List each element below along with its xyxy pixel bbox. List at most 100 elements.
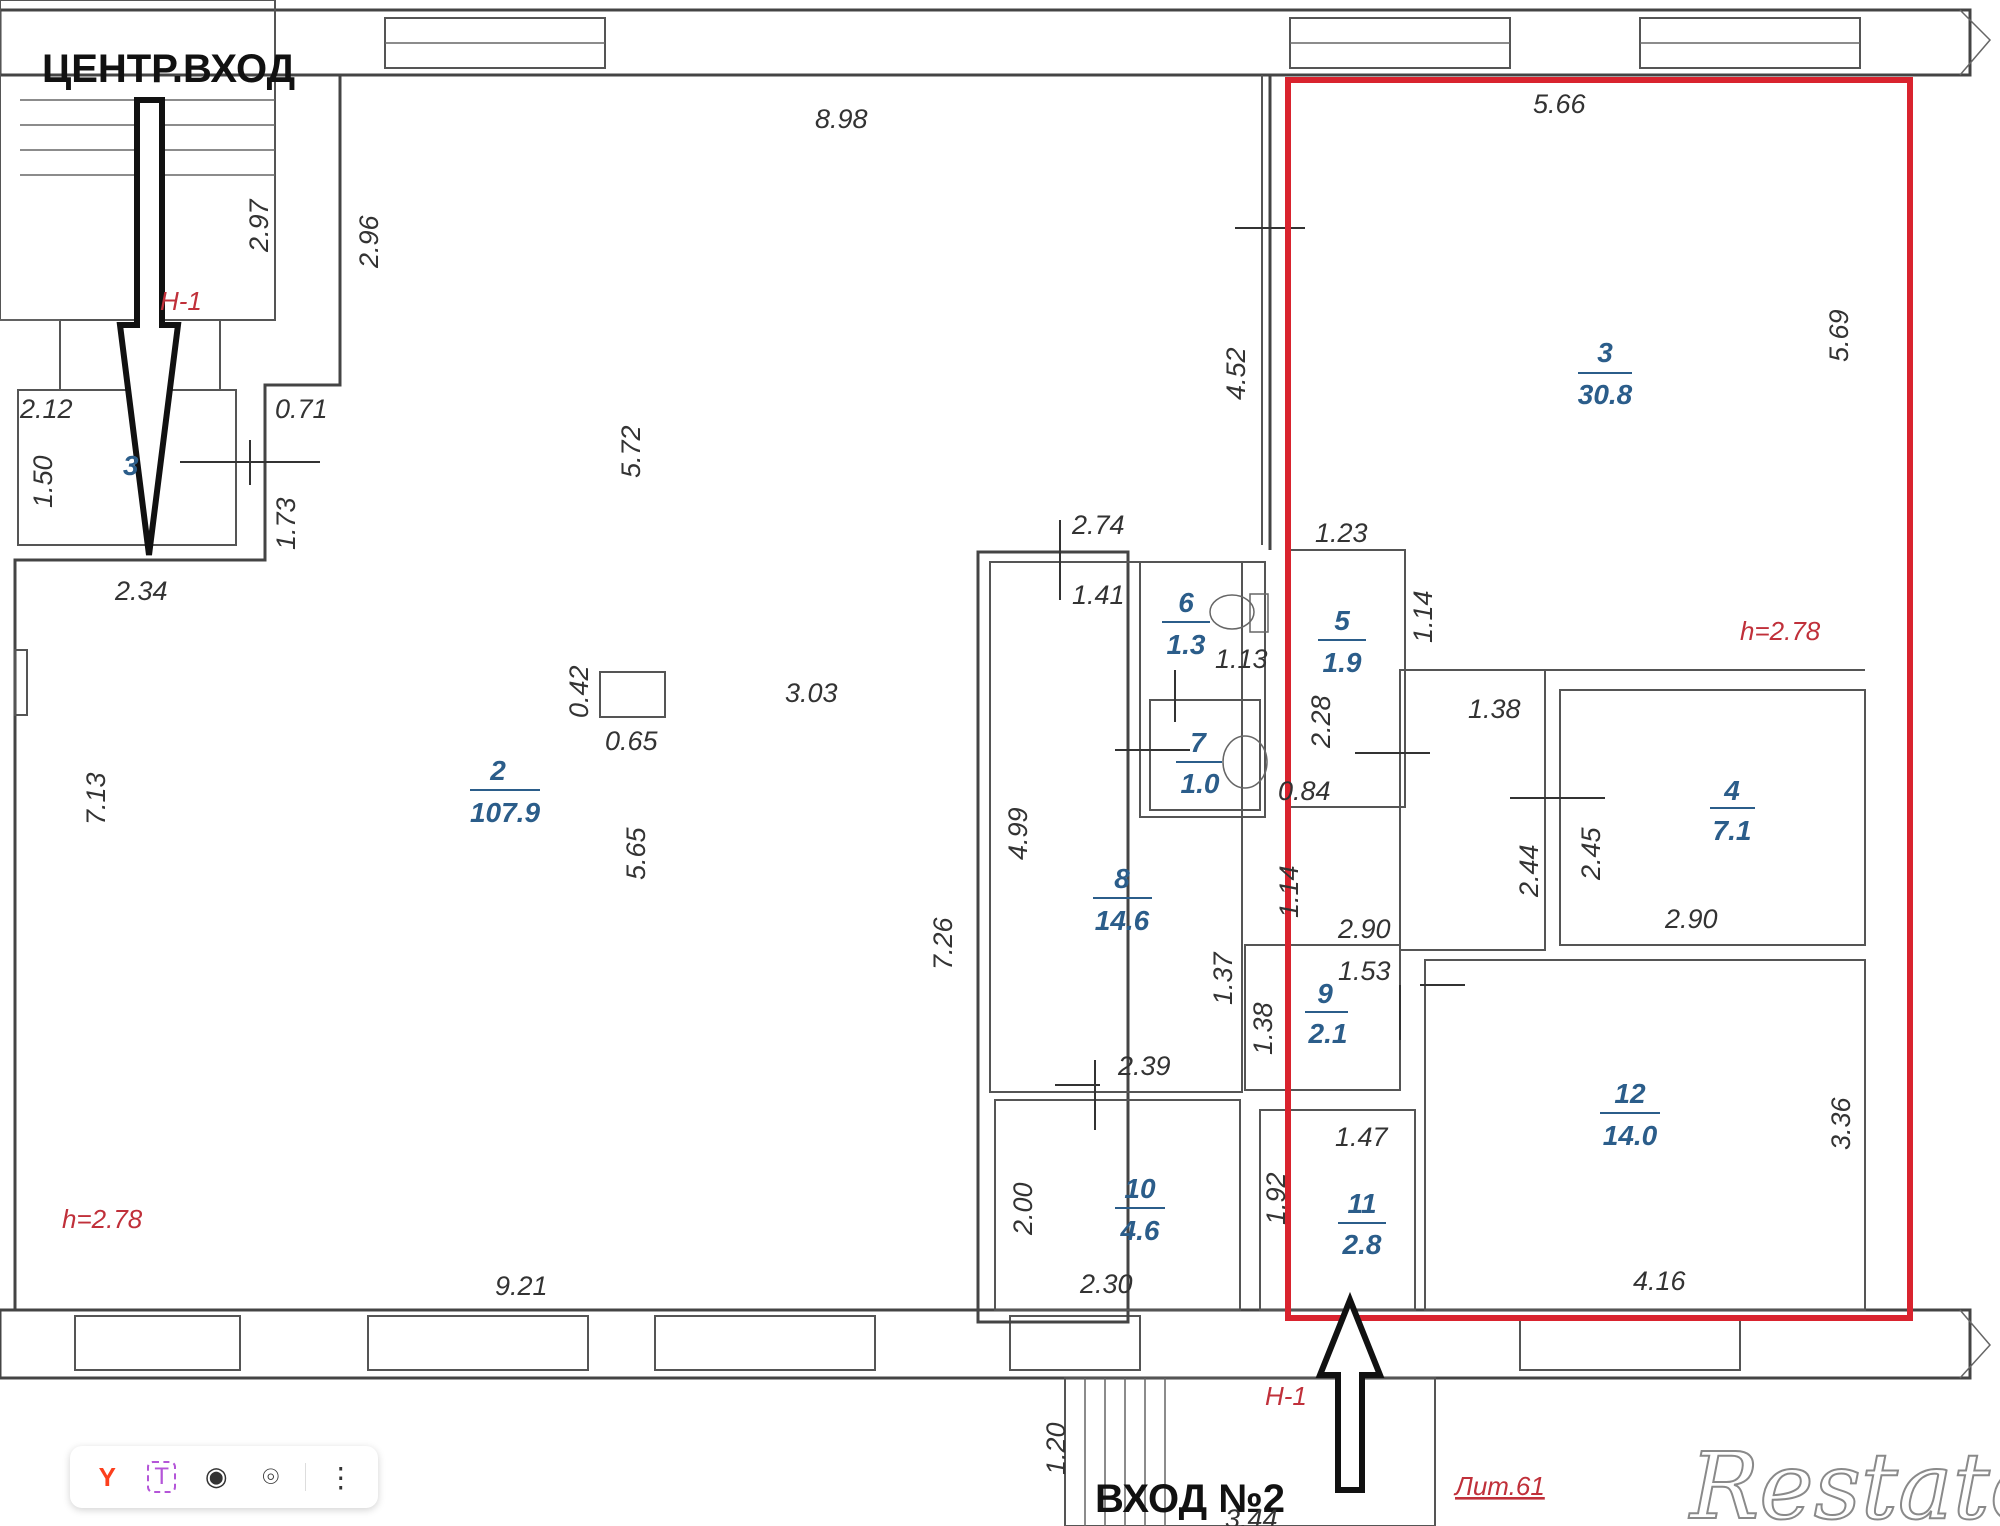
entry-2-label: ВХОД №2 bbox=[1095, 1477, 1285, 1521]
room-label-4: 4 7.1 bbox=[1710, 775, 1755, 846]
svg-text:2.00: 2.00 bbox=[1008, 1182, 1038, 1236]
eye-icon[interactable]: ◉ bbox=[204, 1462, 228, 1492]
height-main: h=2.78 bbox=[62, 1204, 143, 1234]
svg-text:5.69: 5.69 bbox=[1824, 309, 1854, 362]
arrow-entry-2 bbox=[1315, 1291, 1385, 1493]
svg-text:5.66: 5.66 bbox=[1533, 89, 1587, 119]
dimension-labels: 8.98 5.66 2.12 0.71 2.34 2.74 1.23 1.41 … bbox=[19, 89, 1718, 1526]
svg-text:5.72: 5.72 bbox=[616, 425, 646, 478]
svg-text:2.12: 2.12 bbox=[19, 394, 73, 424]
svg-text:1.37: 1.37 bbox=[1208, 951, 1238, 1005]
svg-text:7.13: 7.13 bbox=[81, 772, 111, 825]
text-recognition-icon[interactable]: T bbox=[142, 1457, 182, 1497]
svg-text:1.53: 1.53 bbox=[1338, 956, 1391, 986]
svg-text:2.97: 2.97 bbox=[244, 198, 274, 253]
svg-text:3: 3 bbox=[123, 450, 139, 481]
svg-text:2.44: 2.44 bbox=[1514, 844, 1544, 898]
svg-text:7: 7 bbox=[1190, 727, 1207, 758]
room-label-11: 11 2.8 bbox=[1338, 1188, 1386, 1260]
svg-text:0.71: 0.71 bbox=[275, 394, 328, 424]
svg-text:4.16: 4.16 bbox=[1633, 1266, 1687, 1296]
svg-text:3.03: 3.03 bbox=[785, 678, 838, 708]
svg-text:107.9: 107.9 bbox=[470, 797, 540, 828]
dimension-labels-vertical: 2.97 2.96 1.50 1.73 5.72 4.52 5.69 1.14 … bbox=[28, 198, 1856, 1475]
svg-text:4.99: 4.99 bbox=[1003, 807, 1033, 860]
bottom-wall bbox=[0, 1308, 1992, 1526]
svg-text:6: 6 bbox=[1178, 587, 1194, 618]
arrow-central-entry bbox=[116, 97, 182, 556]
svg-text:2.28: 2.28 bbox=[1306, 695, 1336, 749]
svg-text:1.13: 1.13 bbox=[1215, 644, 1268, 674]
svg-text:7.1: 7.1 bbox=[1713, 815, 1752, 846]
svg-text:1.38: 1.38 bbox=[1468, 694, 1521, 724]
level-mark-top: Н-1 bbox=[160, 286, 202, 316]
svg-text:8: 8 bbox=[1114, 863, 1130, 894]
room-2-walls bbox=[13, 75, 1272, 1310]
center-rooms-walls bbox=[976, 227, 1866, 1324]
image-toolbar: Y T ◉ ⌾ ⋮ bbox=[70, 1446, 378, 1508]
svg-text:1.23: 1.23 bbox=[1315, 518, 1368, 548]
svg-text:3.44: 3.44 bbox=[1225, 1504, 1278, 1526]
room-label-10: 10 4.6 bbox=[1115, 1173, 1165, 1246]
svg-text:1.14: 1.14 bbox=[1408, 590, 1438, 643]
svg-text:2.74: 2.74 bbox=[1071, 510, 1125, 540]
svg-text:2.96: 2.96 bbox=[354, 214, 384, 269]
svg-text:1.73: 1.73 bbox=[271, 497, 301, 550]
svg-text:7.26: 7.26 bbox=[928, 916, 958, 970]
height-right: h=2.78 bbox=[1740, 616, 1821, 646]
svg-text:1.41: 1.41 bbox=[1072, 580, 1125, 610]
svg-text:1.20: 1.20 bbox=[1041, 1422, 1071, 1475]
yandex-icon[interactable]: Y bbox=[98, 1461, 116, 1492]
svg-text:4.6: 4.6 bbox=[1120, 1215, 1160, 1246]
svg-text:9.21: 9.21 bbox=[495, 1271, 548, 1301]
camera-search-icon[interactable]: ⌾ bbox=[262, 1460, 280, 1493]
lit-label: Лит.61 bbox=[1453, 1471, 1545, 1501]
svg-text:2.8: 2.8 bbox=[1342, 1229, 1382, 1260]
svg-text:1.50: 1.50 bbox=[28, 455, 58, 508]
room-label-9: 9 2.1 bbox=[1305, 978, 1348, 1049]
top-wall bbox=[0, 8, 1992, 77]
svg-text:0.84: 0.84 bbox=[1278, 776, 1331, 806]
svg-text:11: 11 bbox=[1347, 1188, 1376, 1219]
svg-text:0.42: 0.42 bbox=[564, 665, 594, 718]
room-label-6: 6 1.3 bbox=[1162, 587, 1210, 660]
svg-text:5: 5 bbox=[1334, 605, 1350, 636]
toolbar-divider bbox=[305, 1463, 307, 1491]
svg-text:1.38: 1.38 bbox=[1248, 1002, 1278, 1055]
room-label-1: 3 bbox=[123, 450, 139, 481]
svg-text:1.14: 1.14 bbox=[1274, 865, 1304, 918]
room-label-7: 7 1.0 bbox=[1176, 727, 1222, 799]
svg-text:2.39: 2.39 bbox=[1117, 1051, 1171, 1081]
svg-text:10: 10 bbox=[1124, 1173, 1156, 1204]
svg-text:4.52: 4.52 bbox=[1221, 347, 1251, 400]
room-label-8: 8 14.6 bbox=[1093, 863, 1152, 936]
svg-text:1.0: 1.0 bbox=[1181, 768, 1220, 799]
svg-text:1.3: 1.3 bbox=[1167, 629, 1206, 660]
svg-text:1.47: 1.47 bbox=[1335, 1122, 1389, 1152]
central-entry-label: ЦЕНТР.ВХОД bbox=[42, 47, 295, 91]
svg-text:4: 4 bbox=[1723, 775, 1740, 806]
svg-text:12: 12 bbox=[1614, 1078, 1646, 1109]
svg-text:2.1: 2.1 bbox=[1308, 1018, 1348, 1049]
more-icon[interactable]: ⋮ bbox=[326, 1460, 355, 1494]
room-label-2: 2 107.9 bbox=[470, 755, 540, 828]
svg-text:2.90: 2.90 bbox=[1337, 914, 1391, 944]
svg-text:2.90: 2.90 bbox=[1664, 904, 1718, 934]
svg-text:30.8: 30.8 bbox=[1578, 379, 1633, 410]
svg-text:9: 9 bbox=[1317, 978, 1333, 1009]
svg-text:1.92: 1.92 bbox=[1261, 1172, 1291, 1225]
svg-text:2: 2 bbox=[489, 755, 506, 786]
svg-text:8.98: 8.98 bbox=[815, 104, 868, 134]
svg-text:0.65: 0.65 bbox=[605, 726, 659, 756]
level-mark-bottom: Н-1 bbox=[1265, 1381, 1307, 1411]
svg-text:14.0: 14.0 bbox=[1603, 1120, 1658, 1151]
room-label-5: 5 1.9 bbox=[1318, 605, 1366, 678]
highlight-frame bbox=[1285, 77, 1913, 1321]
watermark-logo: Restate bbox=[1688, 1433, 2000, 1526]
svg-text:3.36: 3.36 bbox=[1826, 1096, 1856, 1150]
svg-text:3: 3 bbox=[1597, 337, 1613, 368]
svg-text:14.6: 14.6 bbox=[1095, 905, 1150, 936]
svg-text:2.30: 2.30 bbox=[1079, 1269, 1133, 1299]
svg-text:2.45: 2.45 bbox=[1576, 826, 1606, 881]
